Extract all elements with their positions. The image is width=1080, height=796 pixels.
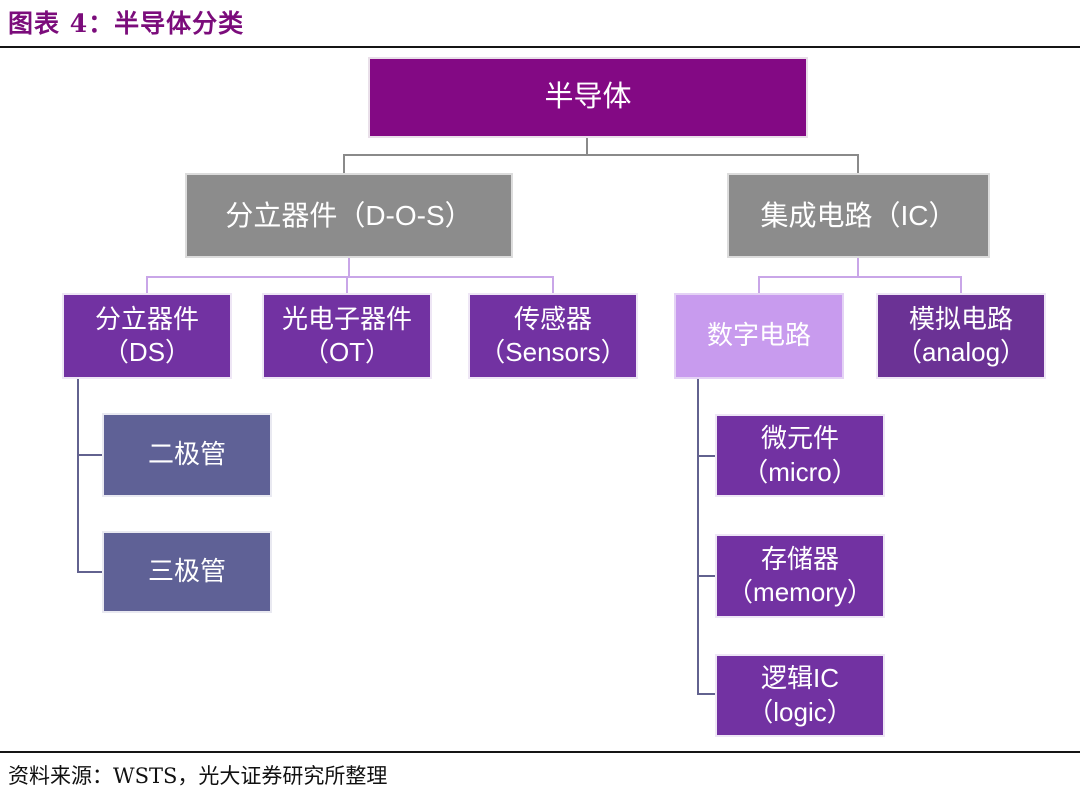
connector-to-ds [146,276,148,294]
connector-to-sensors [552,276,554,294]
connector-root-stem [586,138,588,155]
node-integrated-circuit-group: 集成电路（IC） [727,173,990,258]
figure-title: 图表 4：半导体分类 [8,9,245,38]
connector-dos-crossbar [146,276,554,278]
connector-to-analog [960,276,962,294]
node-analog-circuit: 模拟电路 （analog） [876,293,1046,379]
node-memory: 存储器 （memory） [715,534,885,618]
connector-to-dos [343,154,345,174]
connector-to-digital [758,276,760,294]
connector-root-crossbar [343,154,859,156]
node-micro-components: 微元件 （micro） [715,414,885,497]
source-note: 资料来源：WSTS，光大证券研究所整理 [8,764,388,788]
title-divider [0,46,1080,48]
connector-to-ot [346,276,348,294]
connector-to-ic [857,154,859,174]
node-optoelectronics-ot: 光电子器件 （OT） [262,293,432,379]
connector-to-diode [77,454,102,456]
connector-to-triode [77,571,102,573]
node-diode: 二极管 [102,413,272,497]
node-logic-ic: 逻辑IC （logic） [715,654,885,737]
node-triode: 三极管 [102,531,272,613]
footer-divider [0,751,1080,753]
connector-ds-spine [77,379,79,573]
connector-dos-stem [348,258,350,278]
node-digital-circuit: 数字电路 [674,293,844,379]
node-discrete-ds: 分立器件 （DS） [62,293,232,379]
connector-to-logic [697,693,715,695]
node-sensors: 传感器 （Sensors） [468,293,638,379]
connector-ic-stem [857,258,859,278]
connector-ic-crossbar [758,276,962,278]
node-semiconductor: 半导体 [368,57,808,138]
connector-digital-spine [697,379,699,695]
connector-to-micro [697,455,715,457]
node-discrete-devices-group: 分立器件（D-O-S） [185,173,513,258]
connector-to-memory [697,575,715,577]
